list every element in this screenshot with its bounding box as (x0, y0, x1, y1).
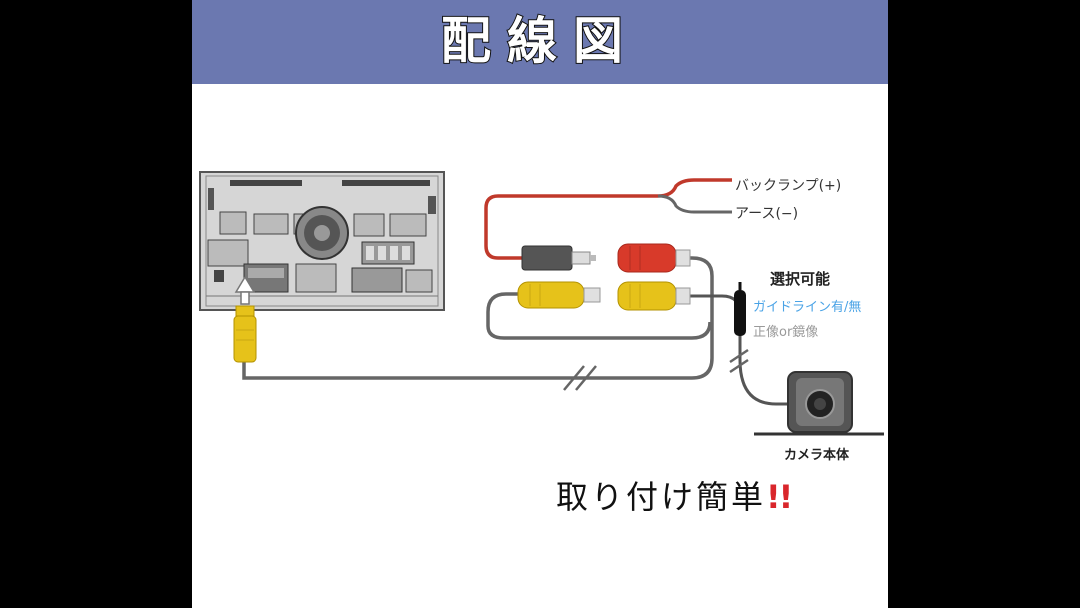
selectable-label: 選択可能 (770, 270, 831, 288)
power-jack (521, 245, 596, 271)
earth-label: アース(−) (735, 206, 799, 222)
diagram-frame: 配線図 (192, 0, 888, 608)
camera-icon (754, 371, 884, 436)
easy-install-text: 取り付け簡単 (556, 478, 767, 516)
cable-break-mark (563, 348, 749, 391)
wiring-diagram (199, 171, 884, 436)
camera-body-label: カメラ本体 (784, 448, 850, 463)
yellow-rca-plug-headunit (233, 305, 257, 363)
yellow-rca-plug-extension (517, 281, 601, 309)
head-unit (199, 171, 445, 311)
red-power-wire (484, 178, 732, 260)
double-exclamation-icon: !! (766, 478, 793, 516)
page-title: 配線図 (440, 11, 639, 71)
red-rca-plug (617, 243, 691, 273)
earth-wire (657, 194, 732, 214)
main-cable (242, 256, 714, 380)
guide-line-label: ガイドライン有/無 (753, 300, 862, 315)
yellow-extension-cable (486, 292, 712, 340)
mirror-label: 正像or鏡像 (753, 325, 819, 340)
camera-cable (690, 294, 788, 406)
arrow-up-icon (234, 275, 256, 305)
yellow-rca-plug-camera (617, 281, 691, 311)
easy-install-caption: 取り付け簡単!! (556, 472, 793, 518)
selector-plug (734, 282, 746, 336)
header-bar: 配線図 (192, 0, 888, 84)
back-lamp-label: バックランプ(+) (735, 178, 842, 194)
